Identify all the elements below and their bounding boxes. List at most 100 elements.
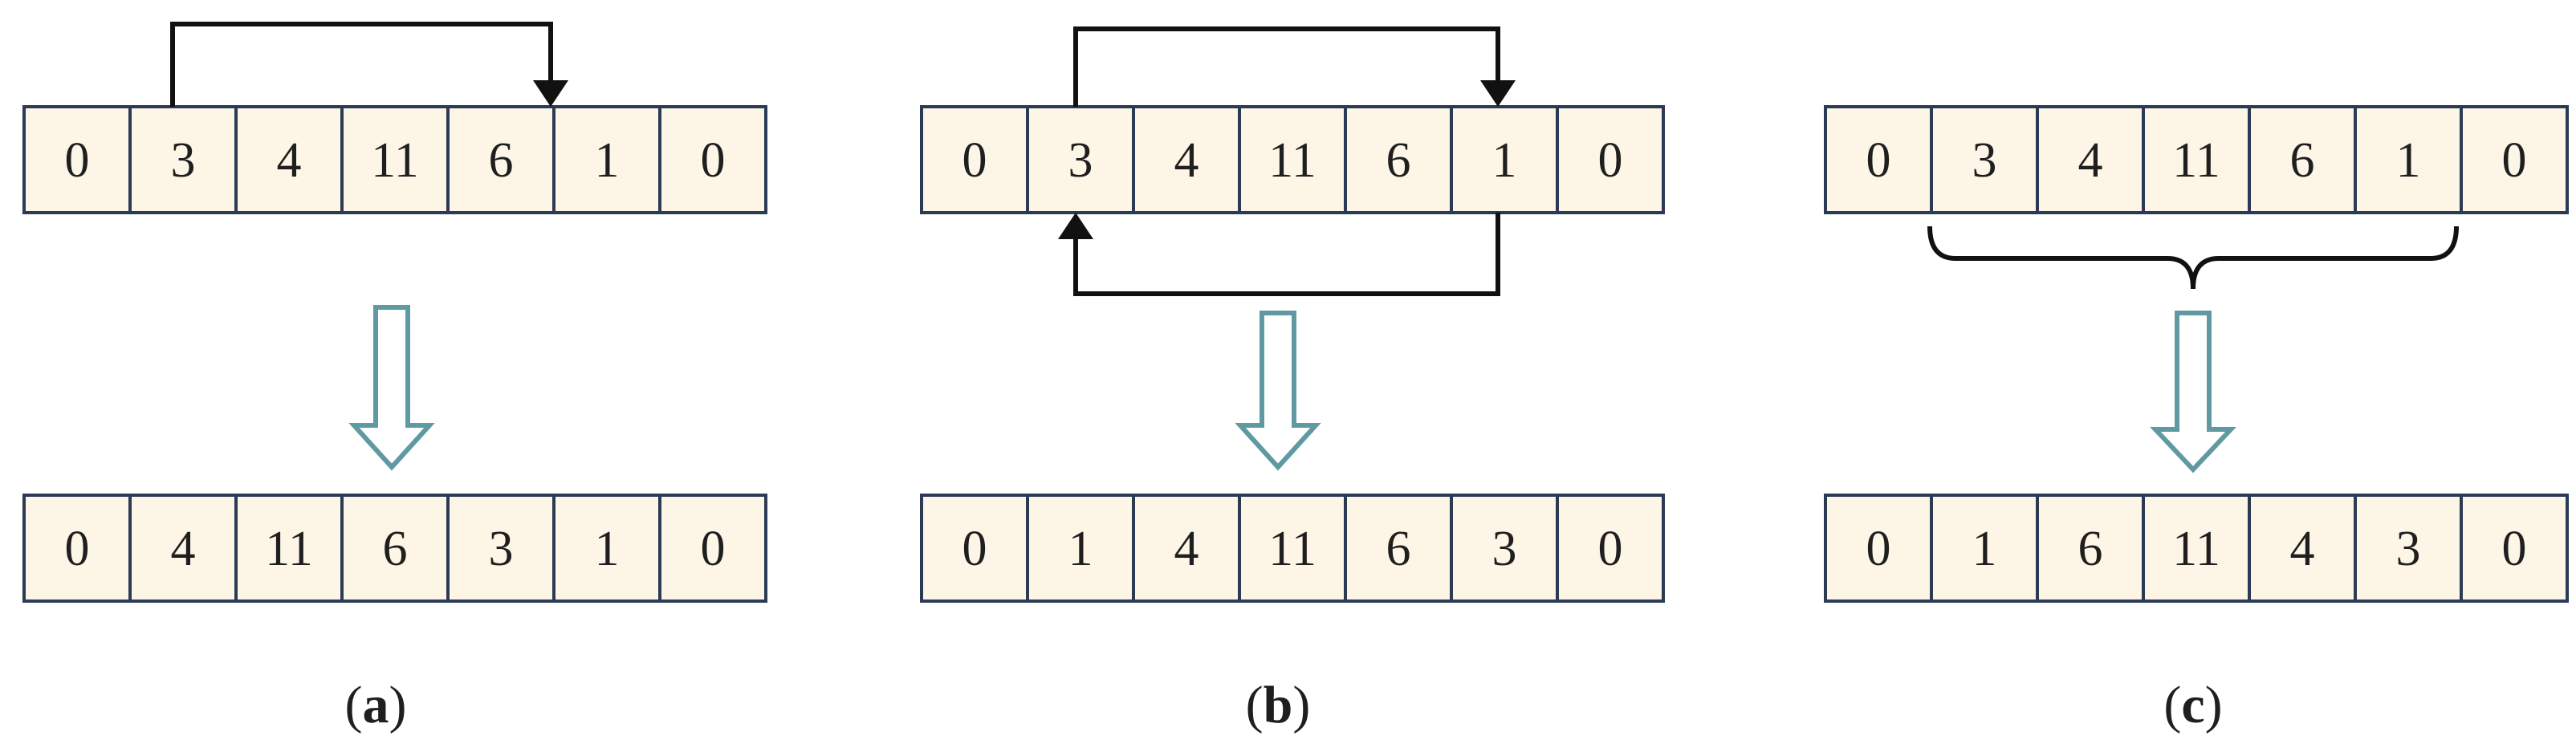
swap-connector-top [1073,26,1500,107]
array-cell-box [446,105,555,214]
array-cell-value: 4 [171,522,196,576]
array-cell: 1 [2354,105,2463,214]
array-cell-value: 6 [489,133,514,188]
array-cell: 6 [1344,105,1453,214]
array-cell-box [1556,494,1665,603]
array-cell: 6 [446,105,555,214]
array-cell-value: 4 [2078,133,2103,188]
array-cell-box [1450,105,1559,214]
array-cell-box [1238,494,1347,603]
array-cell-value: 4 [277,133,302,188]
array-cell: 11 [2142,494,2251,603]
array-cell-box [1930,494,2039,603]
array-cell: 11 [234,494,344,603]
array-cell: 3 [1450,494,1559,603]
swap-arrowhead-top [1480,80,1516,107]
array-cell-value: 0 [1598,133,1623,188]
array-cell-value: 11 [2172,522,2220,576]
array-cell: 3 [1930,105,2039,214]
array-cell-box [22,105,132,214]
array-cell: 0 [2460,105,2569,214]
array-cell: 0 [658,105,767,214]
panel-c-caption: (c) [2163,676,2222,734]
panel-a-caption: (a) [345,676,407,734]
array-cell-value: 0 [65,133,90,188]
array-cell-value: 1 [595,522,620,576]
array-cell-box [1556,105,1665,214]
array-cell-box [2460,494,2569,603]
array-cell-box [1132,105,1241,214]
array-cell-box [1026,105,1135,214]
array-cell-value: 0 [962,522,987,576]
array-cell-box [128,494,238,603]
array-cell-value: 0 [1866,522,1891,576]
array-cell: 0 [920,105,1029,214]
array-cell: 11 [2142,105,2251,214]
array-cell-value: 0 [2502,522,2527,576]
array-cell-value: 0 [1598,522,1623,576]
down-arrow [2150,311,2236,474]
array-cell-box [2248,494,2357,603]
swap-connector-bottom [1073,213,1500,296]
array-cell: 4 [234,105,344,214]
array-cell-value: 11 [265,522,313,576]
array-cell-value: 3 [1068,133,1093,188]
array-cell-value: 1 [595,133,620,188]
array-cell: 3 [2354,494,2463,603]
array-cell: 0 [22,494,132,603]
array-cell-box [22,494,132,603]
panel-b-caption: (b) [1246,676,1311,734]
array-cell-box [1026,494,1135,603]
array-cell-box [658,494,767,603]
array-cell: 6 [2248,105,2357,214]
array-cell: 6 [1344,494,1453,603]
array-cell: 4 [2248,494,2357,603]
array-cell-box [1824,105,1933,214]
array-cell-value: 6 [1386,133,1411,188]
array-cell-value: 0 [1866,133,1891,188]
array-cell: 4 [1132,494,1241,603]
array-cell: 1 [552,494,661,603]
array-cell-value: 0 [2502,133,2527,188]
array-cell-value: 11 [371,133,419,188]
array-cell-value: 1 [2396,133,2421,188]
array-cell: 4 [1132,105,1241,214]
down-arrow [1235,311,1321,471]
array-cell: 3 [446,494,555,603]
array-cell-value: 1 [1972,522,1997,576]
array-cell-value: 6 [383,522,408,576]
array-cell-box [920,494,1029,603]
array-cell-box [234,105,344,214]
array-cell-box [446,494,555,603]
array-cell: 0 [1824,105,1933,214]
array-cell-box [552,105,661,214]
array-cell-value: 1 [1068,522,1093,576]
array-cell-value: 0 [701,522,726,576]
array-cell: 4 [128,494,238,603]
array-cell-value: 0 [701,133,726,188]
array-cell-value: 3 [1972,133,1997,188]
array-cell-value: 0 [65,522,90,576]
array-cell: 11 [1238,494,1347,603]
array-cell: 4 [2036,105,2145,214]
reverse-segment-brace [1927,226,2459,290]
array-cell-value: 6 [2078,522,2103,576]
array-cell-box [1450,494,1559,603]
array-cell-value: 3 [2396,522,2421,576]
array-cell: 0 [920,494,1029,603]
array-cell-value: 11 [1268,133,1316,188]
array-cell-value: 11 [1268,522,1316,576]
array-cell: 1 [1026,494,1135,603]
array-cell-value: 3 [171,133,196,188]
array-cell: 0 [1556,494,1665,603]
array-cell: 1 [1930,494,2039,603]
panel-a-before-array: 0 3 4 11 6 1 0 [22,105,767,214]
array-cell-box [2036,494,2145,603]
array-cell: 1 [552,105,661,214]
